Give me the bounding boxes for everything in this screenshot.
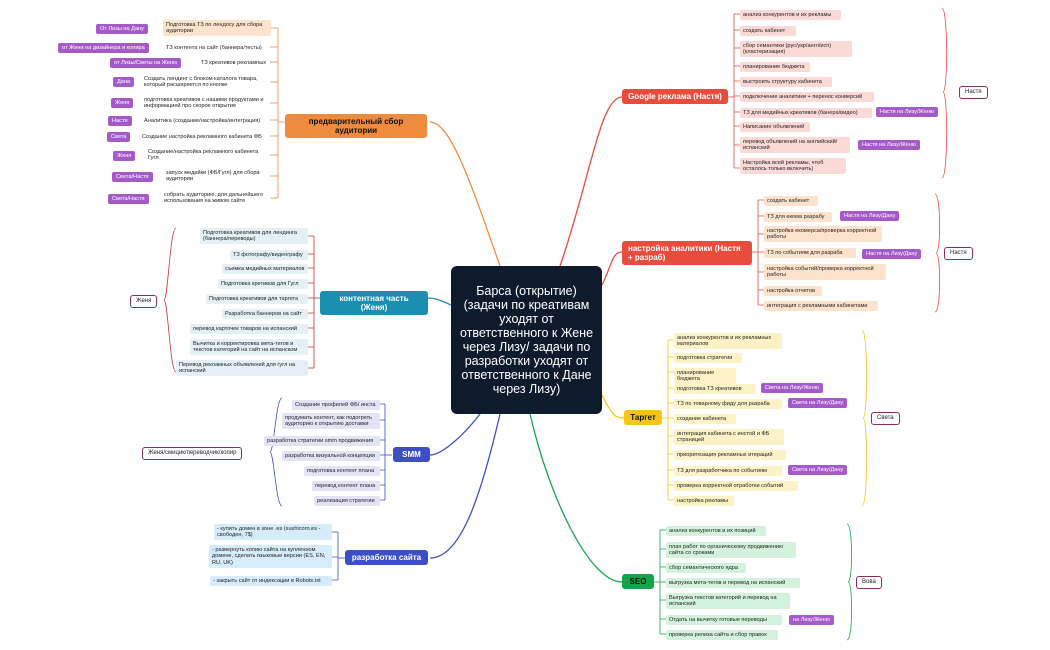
google-tag-7: Настя на Лизу/Женю: [876, 107, 938, 117]
smm-item-1[interactable]: Создание профилей ФБ/ инста: [292, 400, 380, 410]
target-item-9[interactable]: ТЗ для разработчика по событиям: [674, 466, 782, 476]
seo-item-4[interactable]: выгрузка мета-тегов и перевод на испанск…: [666, 578, 800, 588]
audience-item-4[interactable]: Создать лендинг с блоком каталога товара…: [144, 75, 258, 89]
analytics-tag-2: Настя на Лизу/Дану: [840, 211, 900, 221]
target-tag-4: Света на Лизу/Женю: [761, 383, 823, 393]
content-item-7[interactable]: перевод карточек товаров на испанский: [190, 324, 308, 334]
google-tag-9: Настя на Лизу/Женю: [858, 140, 920, 150]
analytics-item-5[interactable]: настройка событий/проверка корректной ра…: [764, 264, 886, 281]
audience-item-7[interactable]: Создание настройка рекламного кабинета Ф…: [142, 133, 262, 140]
branch-smm[interactable]: SMM: [393, 447, 430, 462]
target-item-3[interactable]: планирование бюджета: [674, 368, 736, 385]
audience-item-8[interactable]: Создание/настройка рекламного кабинета Г…: [148, 148, 259, 162]
branch-google[interactable]: Google реклама (Настя): [622, 89, 728, 104]
branch-seo[interactable]: SEO: [622, 574, 654, 589]
google-item-9[interactable]: перевод объявлений на английский/испанск…: [740, 137, 850, 154]
content-owner: Женя: [130, 295, 158, 308]
google-item-5[interactable]: выстроить структуру кабинета: [740, 77, 832, 87]
content-item-9[interactable]: Перевод рекламных объявлений для гугл на…: [176, 360, 308, 377]
content-item-6[interactable]: Разработка баннеров на сайт: [222, 309, 308, 319]
analytics-owner: Настя: [944, 247, 973, 260]
target-item-4[interactable]: подготовка ТЗ креативов: [674, 384, 756, 394]
seo-item-5[interactable]: Выгрузка текстов категорий и перевод на …: [666, 593, 790, 610]
target-item-1[interactable]: анализ конкурентов и их рекламных матери…: [674, 333, 782, 350]
branch-content[interactable]: контентная часть (Женя): [320, 291, 428, 315]
target-item-10[interactable]: проверка корректной отработки событий: [674, 481, 798, 491]
root-topic[interactable]: Барса (открытие) (задачи по креативам ух…: [451, 266, 602, 414]
audience-tag-6: Настя: [108, 116, 132, 126]
smm-item-7[interactable]: реализация стратегии: [314, 496, 380, 506]
smm-item-6[interactable]: перевод контент плана: [312, 481, 380, 491]
branch-dev[interactable]: разработка сайта: [345, 550, 428, 565]
target-item-6[interactable]: создание кабинета: [674, 414, 736, 424]
audience-tag-10: Света/Настя: [108, 194, 149, 204]
google-item-10[interactable]: Настройка всей рекламы, чтоб осталось то…: [740, 158, 846, 175]
target-item-7[interactable]: интеграция кабинета с инстой и ФБ страни…: [674, 429, 784, 446]
seo-item-6[interactable]: Отдать на вычитку готовые переводы: [666, 615, 782, 625]
analytics-item-4[interactable]: ТЗ по событиям для разраба: [764, 248, 856, 258]
audience-tag-3: от Лизы/Светы на Женю: [110, 58, 182, 68]
audience-item-9[interactable]: запуск медийки (ФБ/Гугл) для сбора аудит…: [166, 169, 260, 183]
audience-item-2[interactable]: ТЗ контента на сайт (баннера/тесты): [166, 44, 262, 51]
target-item-2[interactable]: подготовка стратегии: [674, 353, 742, 363]
content-item-2[interactable]: ТЗ фотографу/видеографу: [230, 250, 308, 260]
content-item-5[interactable]: Подготовка креативов для таргета: [206, 294, 308, 304]
google-item-8[interactable]: Написание объявлений: [740, 122, 810, 132]
dev-item-2[interactable]: - развернуть копию сайта на купленном до…: [209, 545, 332, 568]
audience-tag-8: Женя: [113, 151, 136, 161]
smm-item-3[interactable]: разработка стратегии smm продвижения: [264, 436, 380, 446]
branch-target[interactable]: Таргет: [624, 410, 662, 425]
target-tag-9: Света на Лизу/Дану: [788, 465, 848, 475]
dev-item-1[interactable]: - купить домен в зоне .es (sushicorn.es …: [214, 524, 332, 541]
branch-analytics[interactable]: настройка аналитики (Настя + разраб): [622, 241, 752, 265]
analytics-item-1[interactable]: создать кабинет: [764, 196, 818, 206]
audience-tag-5: Женя: [111, 98, 134, 108]
google-owner: Настя: [959, 86, 988, 99]
seo-owner: Вова: [856, 576, 882, 589]
audience-tag-4: Дана: [113, 77, 135, 87]
seo-item-7[interactable]: проверка релиза сайта и сбор правок: [666, 630, 778, 640]
seo-item-3[interactable]: сбор семантического ядра: [666, 563, 746, 573]
content-item-8[interactable]: Вычитка и корректировка мета-тегов и тек…: [190, 339, 308, 356]
audience-tag-7: Света: [107, 132, 131, 142]
content-item-4[interactable]: Подготовка кретивов для Гугл: [218, 279, 308, 289]
content-item-1[interactable]: Подготовка креативов для лендинга (банне…: [200, 228, 308, 245]
google-item-1[interactable]: анализ конкурентов и их рекламы: [740, 10, 841, 20]
smm-item-5[interactable]: подготовка контент плана: [304, 466, 380, 476]
smm-item-4[interactable]: разработка визуальной концепции: [282, 451, 380, 461]
analytics-item-3[interactable]: настройка екомерса/проверка корректной р…: [764, 226, 882, 243]
target-owner: Света: [871, 412, 900, 425]
analytics-item-6[interactable]: настройка отчетов: [764, 286, 822, 296]
google-item-3[interactable]: сбор семантики (рус/укр/англ/исп) (класт…: [740, 41, 852, 58]
google-item-2[interactable]: создать кабинет: [740, 26, 796, 36]
seo-item-2[interactable]: план работ по органическому продвижению …: [666, 542, 796, 559]
seo-item-1[interactable]: анализ конкурентов и их позиций: [666, 526, 766, 536]
smm-item-2[interactable]: продумать контент, как подогреть аудитор…: [282, 413, 380, 430]
audience-tag-9: Света/Настя: [112, 172, 153, 182]
google-item-4[interactable]: планирование бюджета: [740, 62, 810, 72]
target-item-5[interactable]: ТЗ по товарному фиду для разраба: [674, 399, 782, 409]
analytics-item-2[interactable]: ТЗ для екома разрабу: [764, 212, 832, 222]
audience-item-1[interactable]: Подготовка ТЗ по лендосу для сбора аудит…: [163, 20, 271, 37]
root-topic-text: Барса (открытие) (задачи по креативам ух…: [459, 284, 594, 396]
google-item-7[interactable]: ТЗ для медийных креативов (банера/видео): [740, 108, 872, 118]
audience-item-3[interactable]: ТЗ креативов рекламных: [201, 59, 267, 66]
audience-item-10[interactable]: собрать аудиторию, для дальнейшего испол…: [164, 191, 264, 205]
branch-audience[interactable]: предварительный сбор аудитории: [285, 114, 427, 138]
audience-tag-1: От Лизы на Дану: [96, 24, 148, 34]
audience-tag-2: от Жени на дизайнера и копира: [58, 43, 149, 53]
google-item-6[interactable]: подключение аналитики + перенос конверси…: [740, 92, 874, 102]
smm-owner: Женя/смицик/переводчик/копир: [142, 447, 243, 460]
target-tag-5: Света на Лизу/Дану: [788, 398, 848, 408]
analytics-tag-4: Настя на Лизу/Дану: [862, 249, 922, 259]
audience-item-5[interactable]: подготовка креативов с нашими продуктами…: [144, 96, 264, 110]
analytics-item-7[interactable]: интеграция с рекламными кабинетами: [764, 301, 878, 311]
target-item-8[interactable]: приоритезация рекламных итераций: [674, 450, 786, 460]
content-item-3[interactable]: съемка медийных материалов: [222, 264, 308, 274]
seo-tag-6: на Лизу/Женю: [789, 615, 834, 625]
target-item-11[interactable]: настройка рекламы: [674, 496, 734, 506]
audience-item-6[interactable]: Аналитика (создание/настройка/интеграция…: [144, 117, 261, 124]
dev-item-3[interactable]: - закрыть сайт от индексации в Robots.tx…: [210, 576, 332, 586]
